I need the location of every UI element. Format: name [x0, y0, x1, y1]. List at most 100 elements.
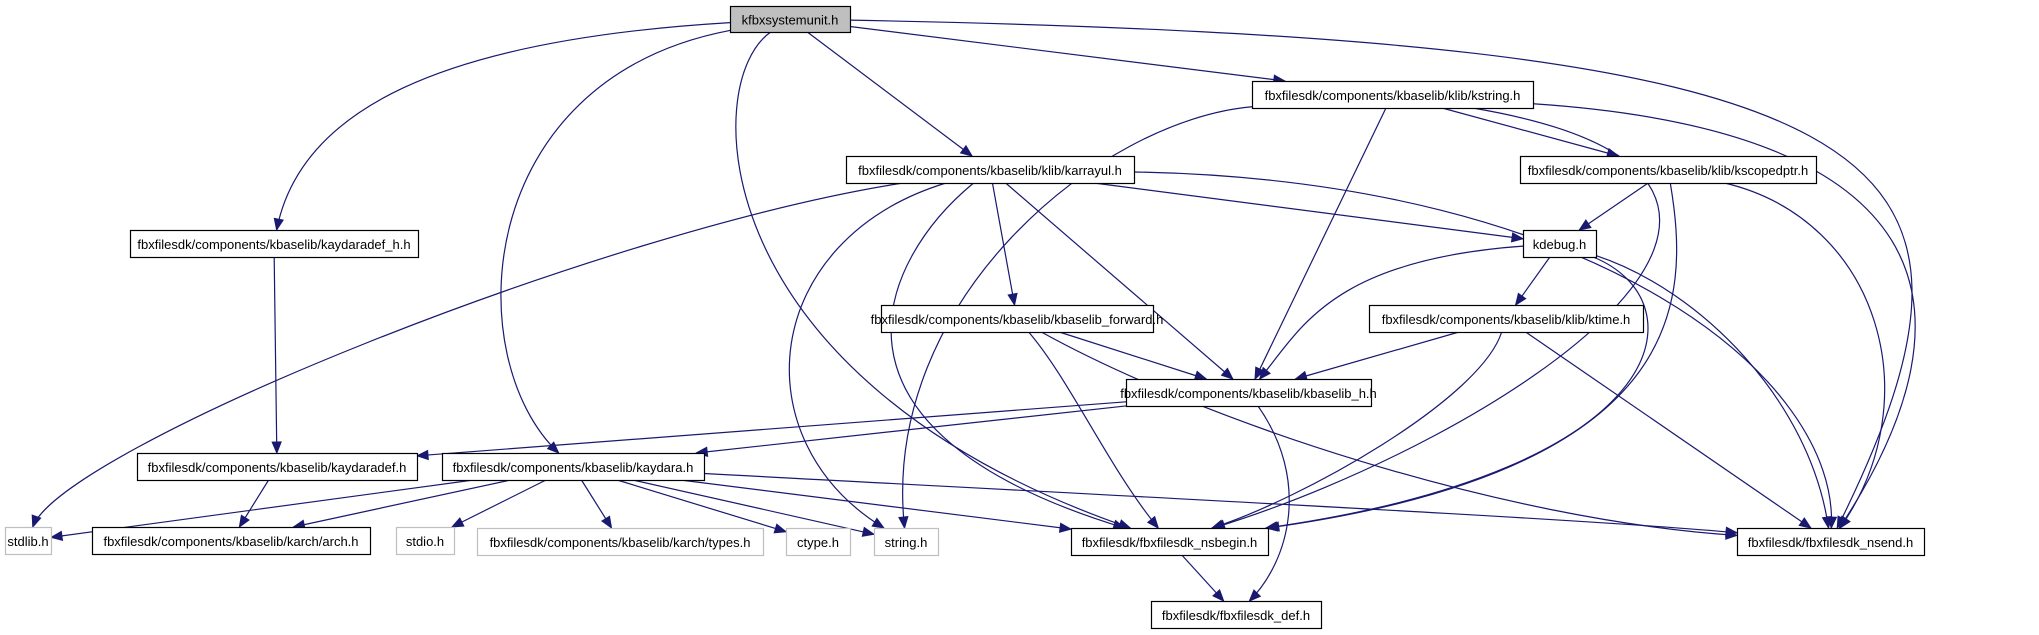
- node-box: [729, 5, 852, 34]
- edge-line: [788, 182, 947, 529]
- edge-line: [696, 405, 1127, 454]
- node-label: fbxfilesdk/components/kbaselib/kaydarade…: [148, 460, 407, 475]
- node-stdlib: stdlib.h: [4, 526, 53, 556]
- node-kaydara[interactable]: fbxfilesdk/components/kbaselib/kaydara.h: [441, 452, 706, 482]
- arrowhead-icon: [1725, 526, 1739, 537]
- arrowhead-icon: [1510, 232, 1525, 243]
- node-box: [873, 527, 940, 557]
- arrowhead-icon: [415, 449, 429, 461]
- edge-line: [293, 479, 511, 528]
- node-karrayul[interactable]: fbxfilesdk/components/kbaselib/klib/karr…: [845, 155, 1136, 185]
- node-string: string.h: [873, 527, 940, 557]
- arrowhead-icon: [1007, 292, 1018, 307]
- arrowhead-icon: [600, 515, 613, 530]
- edge-line: [703, 472, 1738, 534]
- node-nsbegin[interactable]: fbxfilesdk/fbxfilesdk_nsbegin.h: [1070, 527, 1270, 557]
- node-ktime[interactable]: fbxfilesdk/components/kbaselib/klib/ktim…: [1368, 304, 1645, 334]
- edge-kbaselib_h-to-kaydara: [694, 405, 1127, 457]
- node-stdio: stdio.h: [395, 526, 456, 556]
- node-box: [91, 526, 372, 556]
- node-label: string.h: [885, 535, 928, 550]
- arrowhead-icon: [1798, 517, 1812, 529]
- node-kdebug[interactable]: kdebug.h: [1522, 229, 1598, 259]
- node-def[interactable]: fbxfilesdk/fbxfilesdk_def.h: [1150, 600, 1323, 630]
- edge-kscopedptr-to-kdebug: [1578, 182, 1649, 231]
- edges-layer: [31, 19, 1916, 602]
- edge-kstring-to-kbaselib_h: [1254, 107, 1387, 381]
- nodes-layer: kfbxsystemunit.hfbxfilesdk/components/kb…: [4, 5, 1926, 630]
- edge-root-to-nsbegin: [735, 31, 1132, 530]
- arrowhead-icon: [1146, 515, 1160, 530]
- node-label: fbxfilesdk/fbxfilesdk_def.h: [1162, 608, 1310, 623]
- node-label: fbxfilesdk/components/kbaselib/klib/ktim…: [1382, 312, 1631, 327]
- arrowhead-icon: [1193, 370, 1208, 381]
- edge-line: [416, 401, 1127, 457]
- edge-kscopedptr-to-nsend: [1724, 182, 1886, 530]
- node-box: [1070, 527, 1270, 557]
- edge-kbaselib_forward-to-nsbegin: [1028, 331, 1160, 530]
- edge-kbaselib_h-to-kaydaradef: [415, 401, 1127, 461]
- node-types: fbxfilesdk/components/kbaselib/karch/typ…: [476, 527, 765, 557]
- edge-line: [1254, 107, 1387, 380]
- edge-line: [1211, 331, 1503, 529]
- node-box: [136, 452, 419, 482]
- edge-ktime-to-nsbegin: [1210, 331, 1503, 530]
- edge-kaydara-to-arch: [292, 479, 511, 530]
- arrowhead-icon: [1839, 515, 1851, 530]
- edge-kaydaradef-to-arch: [238, 479, 270, 529]
- edge-line: [991, 182, 1016, 306]
- edge-line: [890, 182, 1125, 529]
- edge-kdebug-to-ktime: [1514, 256, 1551, 307]
- edge-ktime-to-kbaselib_h: [1294, 331, 1460, 381]
- node-kaydaradef-h[interactable]: fbxfilesdk/components/kbaselib/kaydarade…: [129, 229, 420, 259]
- arrowhead-icon: [271, 441, 282, 455]
- node-box: [441, 452, 706, 482]
- node-label: fbxfilesdk/components/kbaselib/kaydara.h: [453, 460, 694, 475]
- edge-line: [1041, 331, 1738, 537]
- arrowhead-icon: [273, 217, 284, 232]
- arrowhead-icon: [861, 526, 876, 537]
- node-kaydaradef[interactable]: fbxfilesdk/components/kbaselib/kaydarade…: [136, 452, 419, 482]
- node-kstring[interactable]: fbxfilesdk/components/kbaselib/klib/kstr…: [1251, 80, 1535, 110]
- edge-line: [1532, 103, 1916, 529]
- edge-kbaselib_forward-to-nsend: [1041, 331, 1739, 540]
- node-box: [476, 527, 765, 557]
- node-box: [395, 526, 456, 556]
- edge-line: [1133, 171, 1832, 529]
- arrowhead-icon: [450, 517, 465, 528]
- edge-karrayul-to-kbaselib_h: [1005, 182, 1234, 380]
- node-arch[interactable]: fbxfilesdk/components/kbaselib/karch/arc…: [91, 526, 372, 556]
- node-label: fbxfilesdk/components/kbaselib/klib/kstr…: [1265, 88, 1521, 103]
- edge-line: [451, 479, 547, 528]
- node-kbaselib-forward[interactable]: fbxfilesdk/components/kbaselib/kbaselib_…: [871, 304, 1164, 334]
- node-label: fbxfilesdk/components/kbaselib/kbaselib_…: [1120, 386, 1377, 401]
- node-label: fbxfilesdk/components/kbaselib/karch/arc…: [103, 534, 358, 549]
- node-nsend[interactable]: fbxfilesdk/fbxfilesdk_nsend.h: [1736, 527, 1926, 557]
- node-box: [1368, 304, 1645, 334]
- arrowhead-icon: [1254, 366, 1265, 381]
- node-box: [129, 229, 420, 259]
- edge-karrayul-to-kdebug: [1093, 182, 1525, 243]
- edge-karrayul-to-kbaselib_forward: [991, 182, 1018, 307]
- arrowhead-icon: [1258, 366, 1271, 381]
- arrowhead-icon: [1212, 588, 1225, 602]
- edge-line: [1005, 182, 1234, 380]
- edge-kaydara-to-stdio: [450, 479, 547, 528]
- node-box: [880, 304, 1155, 334]
- node-kbaselib-h[interactable]: fbxfilesdk/components/kbaselib/kbaselib_…: [1120, 378, 1377, 408]
- edge-line: [1578, 182, 1649, 231]
- edge-line: [1059, 331, 1207, 380]
- edge-line: [1248, 405, 1290, 602]
- edge-line: [1265, 256, 1649, 529]
- edge-line: [1267, 182, 1678, 529]
- edge-line: [849, 19, 1913, 529]
- node-kscopedptr[interactable]: fbxfilesdk/components/kbaselib/klib/ksco…: [1519, 155, 1818, 185]
- node-box: [1522, 229, 1598, 259]
- edge-kaydara-to-ctype: [616, 479, 788, 534]
- arrowhead-icon: [773, 523, 788, 534]
- edge-line: [735, 31, 1131, 529]
- arrowhead-icon: [49, 530, 64, 542]
- edge-line: [616, 479, 787, 533]
- arrowhead-icon: [1514, 292, 1527, 307]
- edge-line: [1595, 255, 1830, 529]
